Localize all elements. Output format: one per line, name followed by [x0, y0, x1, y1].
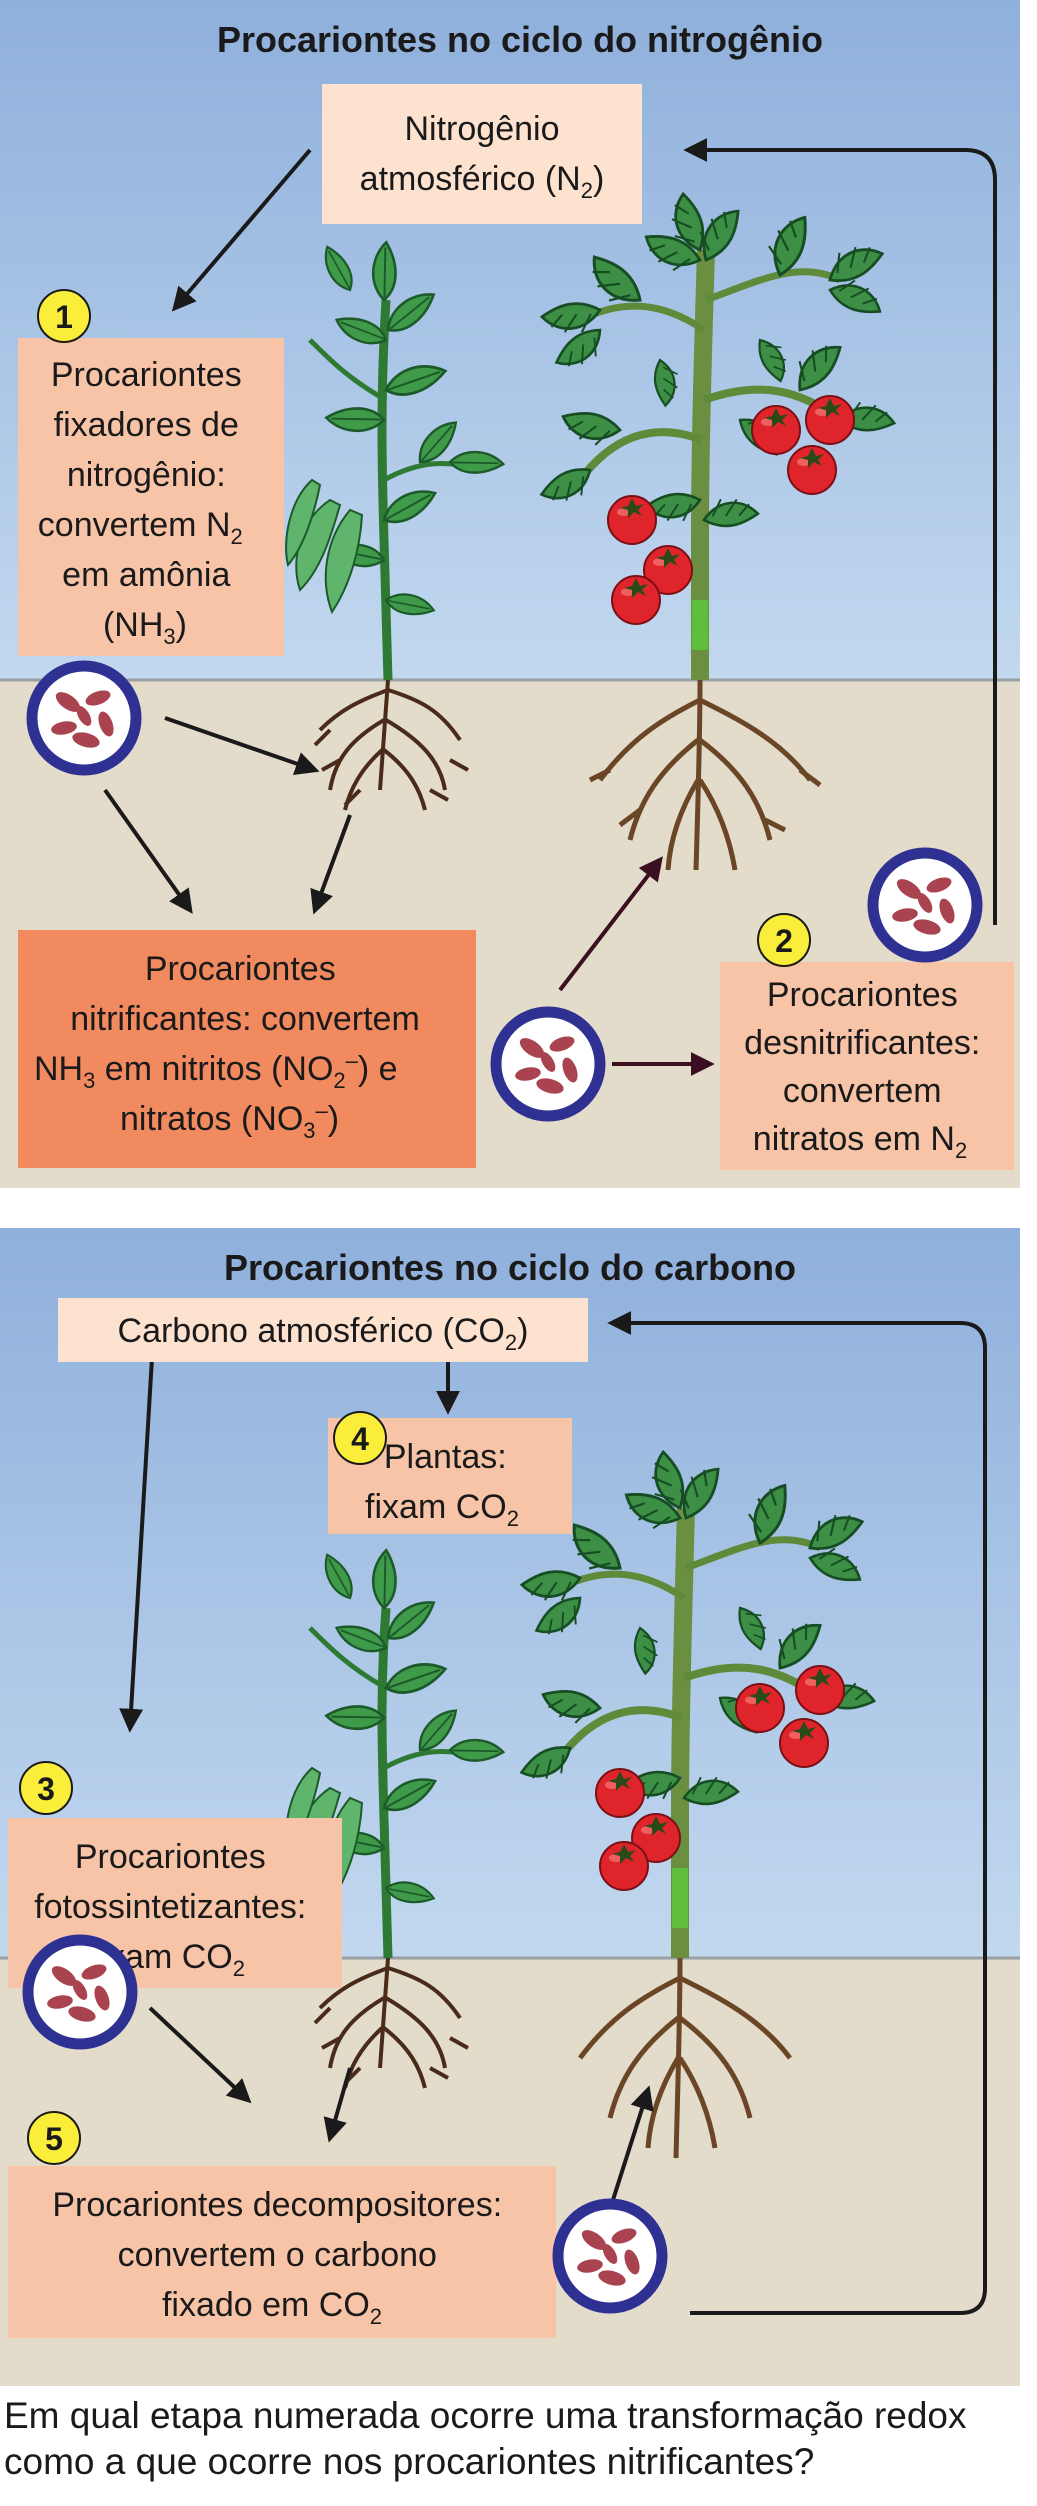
step-4-number: 4 [351, 1421, 369, 1457]
microbe-decomposers [558, 2204, 662, 2308]
decomposers-box [8, 2166, 556, 2338]
step-3-number: 3 [37, 1771, 55, 1807]
bean-roots [313, 1957, 469, 2089]
nitrifiers-line4: nitratos (NO3–) [120, 1098, 339, 1143]
nitrogen-title: Procariontes no ciclo do nitrogênio [217, 19, 823, 60]
plants-text: Plantas: fixam CO2 [365, 1438, 519, 1531]
bean-plant [285, 239, 506, 811]
tomato-roots [588, 679, 822, 871]
question-text: Em qual etapa numerada ocorre uma transf… [4, 2395, 967, 2482]
photosynthesizers-text: Procariontes fotossintetizantes: fixam C… [34, 1838, 316, 1981]
nitrifiers-box [18, 930, 476, 1168]
nitrifiers-line3: NH3 em nitritos (NO2–) e [34, 1048, 398, 1093]
tomato-roots [578, 1957, 792, 2159]
microbe-denitrifiers [873, 853, 977, 957]
step-1-badge [37, 289, 91, 343]
carbon-title: Procariontes no ciclo do carbono [224, 1247, 796, 1288]
step-1-number: 1 [55, 299, 73, 335]
bean-roots [313, 679, 469, 811]
nitrogen-cycle-panel: Procariontes no ciclo do nitrogênio [0, 0, 1020, 1188]
atmospheric-nitrogen-box [322, 84, 642, 224]
carbon-atmo-text: Carbono atmosférico (CO2) [118, 1312, 529, 1355]
step-2-number: 2 [775, 923, 793, 959]
bean-pods [285, 478, 364, 615]
microbe-fixers [32, 666, 136, 770]
flow-arrows [103, 138, 997, 1076]
microbe-nitrifiers [496, 1012, 600, 1116]
nitrogen-fixers-text: Procariontes fixadores de nitrogênio: co… [38, 356, 252, 649]
step-3-badge [19, 1761, 73, 1815]
tomato-plant [537, 192, 900, 871]
denitrifiers-text: Procariontes desnitrificantes: convertem… [744, 976, 990, 1163]
microbe-photosynthesizers [28, 1940, 132, 2044]
nitrifiers-text: Procariontes nitrificantes: convertem [70, 950, 420, 1038]
atmo-line2: atmosférico (N2) [360, 160, 605, 203]
denitrifiers-box [720, 962, 1014, 1170]
atmo-line1: Nitrogênio [405, 110, 560, 148]
flow-arrows [119, 1311, 987, 2315]
decomposers-text: Procariontes decompositores: convertem o… [52, 2186, 511, 2329]
tomato-plant [517, 1450, 880, 2159]
step-2-badge [757, 913, 811, 967]
nitrogen-fixers-box [18, 338, 284, 656]
carbon-cycle-panel: Procariontes no ciclo do carbono [0, 1228, 1020, 2386]
atmospheric-carbon-box [58, 1298, 588, 1362]
step-4-badge [333, 1411, 387, 1465]
step-5-number: 5 [45, 2121, 63, 2157]
step-5-badge [27, 2111, 81, 2165]
